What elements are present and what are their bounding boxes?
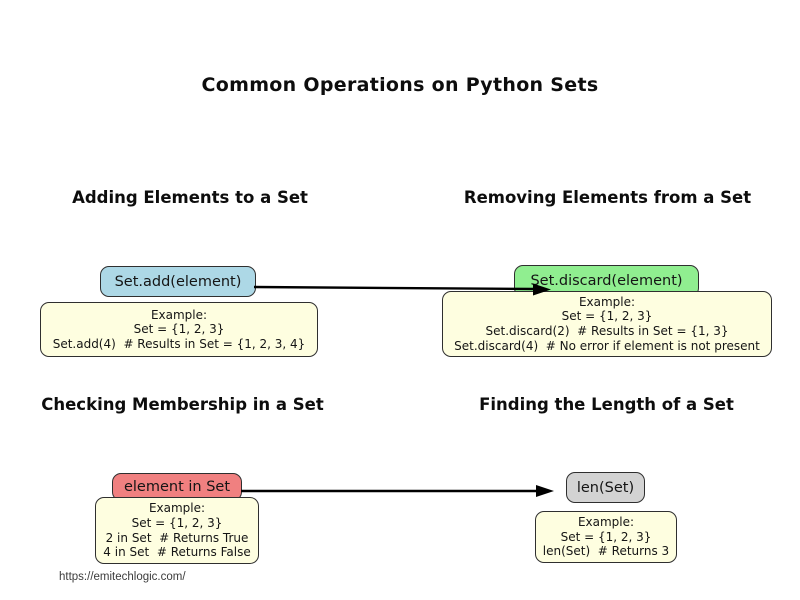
example-box-adding: Example: Set = {1, 2, 3} Set.add(4) # Re…: [40, 302, 318, 357]
operation-label-len-set: len(Set): [576, 479, 635, 496]
page-title: Common Operations on Python Sets: [201, 74, 599, 96]
example-line: Set.discard(4) # No error if element is …: [454, 338, 760, 353]
example-line: Example:: [578, 294, 636, 309]
heading-finding-length: Finding the Length of a Set: [479, 395, 734, 414]
heading-adding-elements: Adding Elements to a Set: [72, 188, 308, 207]
example-line: Example:: [150, 307, 208, 322]
example-line: 2 in Set # Returns True: [105, 530, 249, 545]
example-line: Example:: [577, 515, 635, 530]
example-box-length: Example: Set = {1, 2, 3} len(Set) # Retu…: [535, 511, 677, 563]
example-line: Set.discard(2) # Results in Set = {1, 3}: [485, 324, 729, 338]
arrow-membership-to-len: [241, 485, 554, 497]
heading-removing-elements: Removing Elements from a Set: [463, 188, 752, 207]
operation-box-set-add: Set.add(element): [100, 266, 256, 297]
operation-label-element-in-set: element in Set: [123, 479, 231, 495]
example-line: Set = {1, 2, 3}: [133, 322, 225, 337]
example-line: Example:: [148, 501, 206, 516]
operation-label-set-discard: Set.discard(element): [530, 273, 683, 289]
example-box-membership: Example: Set = {1, 2, 3} 2 in Set # Retu…: [95, 497, 259, 564]
example-line: Set = {1, 2, 3}: [561, 309, 653, 324]
example-line: Set.add(4) # Results in Set = {1, 2, 3, …: [52, 336, 306, 351]
source-url: https://emitechlogic.com/: [59, 571, 186, 583]
example-line: Set = {1, 2, 3}: [560, 529, 652, 544]
example-line: len(Set) # Returns 3: [542, 544, 670, 559]
example-box-removing: Example: Set = {1, 2, 3} Set.discard(2) …: [442, 291, 772, 357]
operation-label-set-add: Set.add(element): [114, 273, 242, 290]
example-line: Set = {1, 2, 3}: [131, 515, 223, 530]
example-line: 4 in Set # Returns False: [103, 545, 251, 560]
heading-checking-membership: Checking Membership in a Set: [41, 395, 324, 414]
operation-box-len-set: len(Set): [566, 472, 645, 503]
